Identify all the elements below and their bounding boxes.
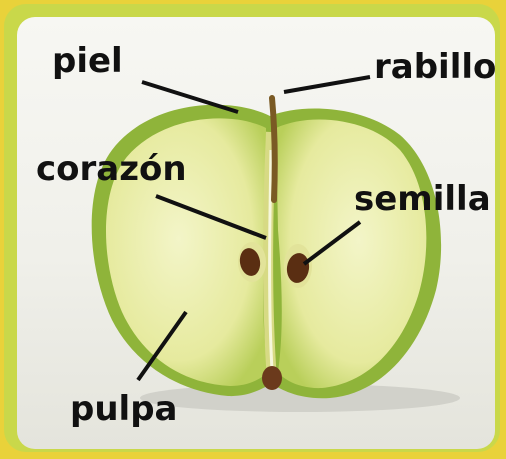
stem [272,98,275,200]
label-rabillo: rabillo [374,50,496,84]
label-corazon: corazón [36,152,187,186]
calyx [262,366,282,390]
label-piel: piel [52,44,123,78]
label-semilla: semilla [354,182,491,216]
label-pulpa: pulpa [70,392,177,426]
leader-line-rabillo [284,77,370,92]
